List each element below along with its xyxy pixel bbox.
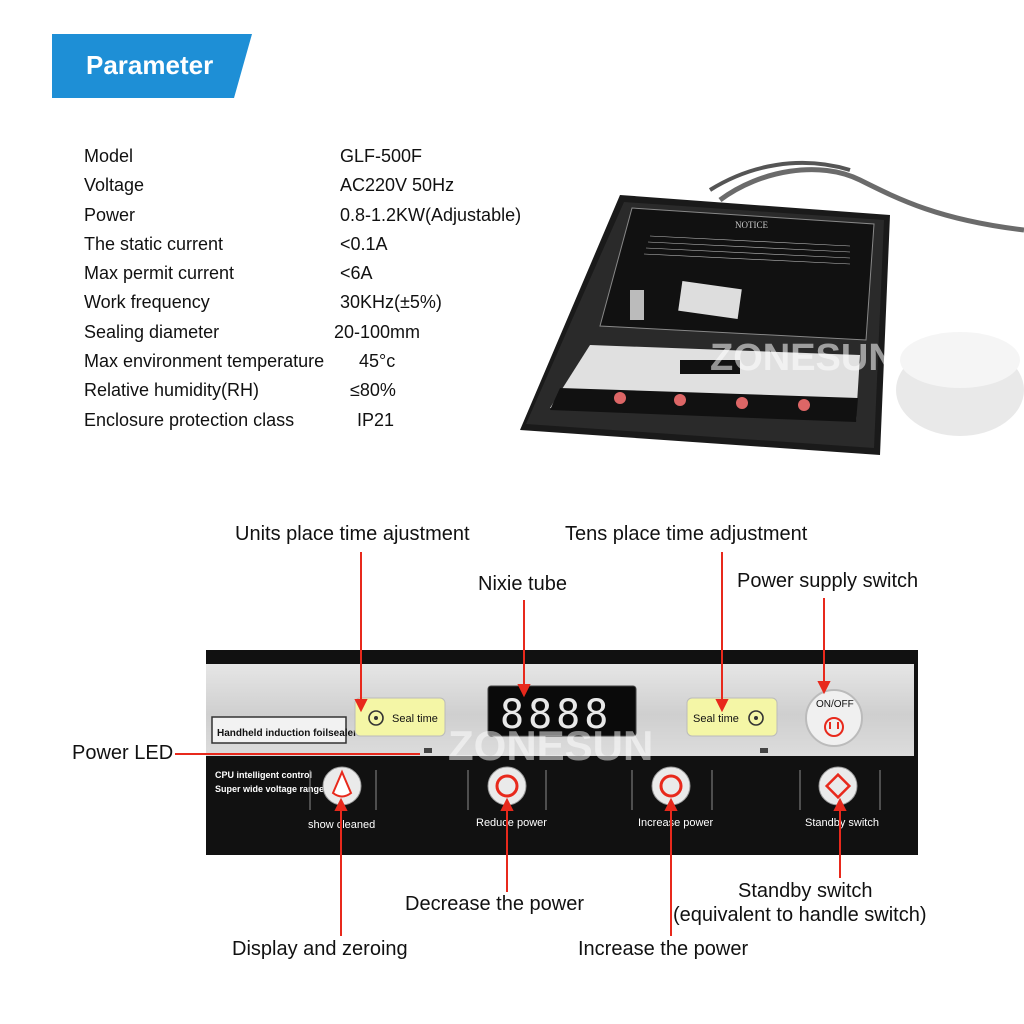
standby-switch-label: Standby switch [805, 817, 879, 829]
callout-standby-switch: Standby switch [738, 880, 873, 902]
parameter-banner: Parameter [52, 34, 252, 98]
spec-value: GLF-500F [340, 146, 423, 166]
spec-label: Power [84, 204, 136, 225]
notice-label: NOTICE [735, 220, 768, 230]
spec-value: 20-100mm [334, 321, 421, 342]
standby-switch-button[interactable] [818, 766, 858, 806]
cpu-text-1: CPU intelligent control [215, 770, 312, 780]
callout-increase-power: Increase the power [578, 938, 749, 960]
spec-label: The static current [84, 233, 224, 254]
callout-power-supply-switch: Power supply switch [737, 570, 919, 592]
callout-power-led: Power LED [72, 742, 174, 764]
seal-time-left-label: Seal time [392, 713, 438, 725]
spec-value: <6A [340, 263, 373, 284]
spec-label: Voltage [84, 175, 145, 196]
product-watermark: ZONESUN [710, 337, 896, 379]
power-ring-icon [659, 774, 683, 798]
drop-icon [331, 769, 353, 798]
spec-value: <0.1A [340, 233, 388, 254]
seal-time-right-button[interactable] [686, 697, 778, 737]
panel-watermark: ZONESUN [448, 722, 653, 769]
power-led [424, 748, 432, 753]
nixie-digits: 8888 [500, 692, 612, 738]
product-photo: NOTICE ZONESUN [520, 160, 1024, 455]
spec-value: ≤80% [350, 380, 396, 401]
power-ring-icon [495, 774, 519, 798]
callout-standby-switch-note: (equivalent to handle switch) [673, 904, 927, 926]
device-label: Handheld induction foilsealer [217, 728, 357, 739]
callout-tens-place: Tens place time adjustment [565, 523, 808, 545]
callout-display-zeroing: Display and zeroing [232, 938, 408, 960]
standby-icon [824, 772, 852, 800]
callout-decrease-power: Decrease the power [405, 893, 584, 915]
banner-title: Parameter [86, 50, 214, 80]
spec-value: AC220V 50Hz [340, 175, 455, 196]
spec-label: Relative humidity(RH) [84, 380, 260, 401]
cpu-text-2: Super wide voltage range [215, 784, 324, 794]
spec-value: IP21 [357, 409, 395, 430]
spec-value: 45°c [359, 351, 396, 372]
spec-label: Work frequency [84, 292, 210, 313]
clock-icon [748, 710, 764, 726]
spec-label: Max environment temperature [84, 351, 325, 372]
seal-time-right-label: Seal time [693, 713, 739, 725]
spec-label: Enclosure protection class [84, 409, 295, 430]
spec-value: 30KHz(±5%) [340, 292, 442, 313]
clock-icon [368, 710, 384, 726]
spec-label: Model [84, 146, 134, 166]
spec-value: 0.8-1.2KW(Adjustable) [340, 204, 522, 225]
nixie-display [487, 685, 637, 737]
spec-label: Max permit current [84, 263, 235, 284]
spec-label: Sealing diameter [84, 321, 220, 342]
increase-power-label: Increase power [638, 817, 714, 829]
callout-nixie-tube: Nixie tube [478, 573, 567, 595]
on-off-label: ON/OFF [816, 699, 854, 710]
power-plug-icon [824, 717, 844, 737]
callout-units-place: Units place time ajustment [235, 523, 470, 545]
seal-time-left-button[interactable] [354, 697, 446, 737]
reduce-power-label: Reduce power [476, 817, 547, 829]
